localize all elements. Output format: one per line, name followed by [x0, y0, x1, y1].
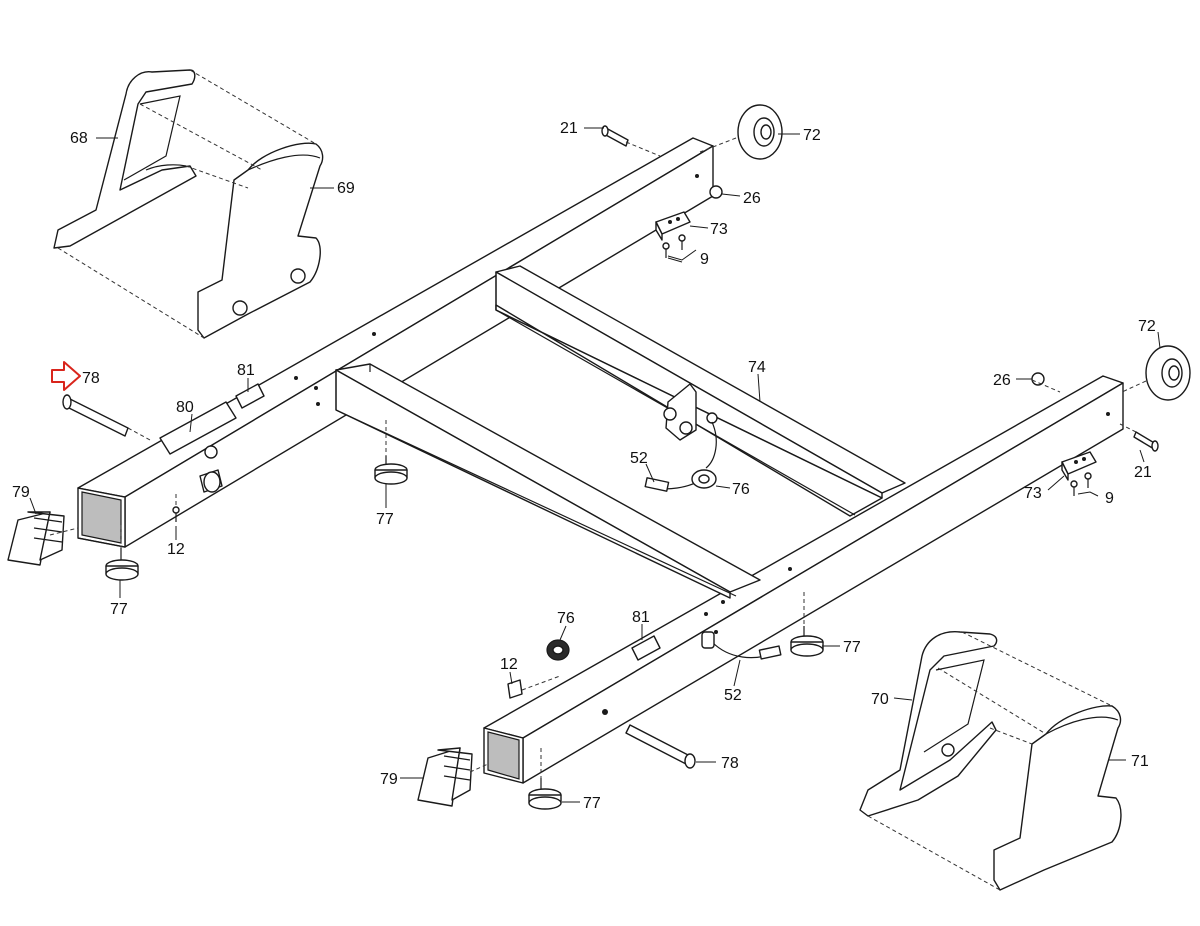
- hollow-arrow-right-icon: [51, 361, 81, 391]
- center-bracket: [663, 383, 718, 469]
- callout-79: 79: [380, 771, 398, 788]
- end-cap-79a: [7, 511, 65, 566]
- callout-78: 78: [82, 370, 100, 387]
- label-80: [159, 401, 237, 455]
- pin-78a: [62, 394, 129, 437]
- callout-74: 74: [748, 359, 766, 376]
- pin-78b: [625, 724, 696, 769]
- callout-70: 70: [871, 691, 889, 708]
- foot-77c: [790, 626, 824, 657]
- screw-9a: [662, 234, 686, 258]
- callout-labels: 68 69 21 72 26 73 9 78 81 80 74 72 26 21…: [12, 120, 1156, 812]
- wheel-72a: [737, 104, 783, 160]
- screw-12a: [172, 506, 180, 522]
- callout-26: 26: [993, 372, 1011, 389]
- end-cap-79b: [417, 747, 473, 807]
- label-81b: [631, 635, 661, 661]
- axle-stub: [199, 469, 223, 493]
- nut-26b: [1031, 372, 1045, 386]
- callout-78: 78: [721, 755, 739, 772]
- callout-77: 77: [583, 795, 601, 812]
- clip-73a: [655, 211, 691, 241]
- callout-12: 12: [167, 541, 185, 558]
- shroud-71: [993, 705, 1122, 891]
- screw-9b: [1070, 472, 1092, 496]
- cable-connector-52a: [644, 477, 705, 492]
- shroud-68: [53, 69, 197, 249]
- bolt-21a: [601, 125, 629, 147]
- cable-connector-52b: [701, 631, 782, 660]
- callout-69: 69: [337, 180, 355, 197]
- callout-73: 73: [710, 221, 728, 238]
- screw-12b: [507, 679, 523, 699]
- callout-77: 77: [110, 601, 128, 618]
- shroud-69: [197, 142, 324, 339]
- left-side-rail: [77, 137, 714, 548]
- front-crossbar: [335, 363, 761, 599]
- foot-77d: [528, 778, 562, 810]
- callout-81: 81: [632, 609, 650, 626]
- callout-72: 72: [803, 127, 821, 144]
- callout-81: 81: [237, 362, 255, 379]
- callout-77: 77: [376, 511, 394, 528]
- label-81a: [235, 383, 265, 409]
- wheel-72b: [1145, 345, 1191, 401]
- callout-72: 72: [1138, 318, 1156, 335]
- callout-9: 9: [700, 251, 709, 268]
- callout-73: 73: [1024, 485, 1042, 502]
- callout-26: 26: [743, 190, 761, 207]
- grommet-76b: [546, 639, 570, 661]
- callout-52: 52: [724, 687, 742, 704]
- callout-21: 21: [560, 120, 578, 137]
- shroud-70: [859, 631, 998, 817]
- callout-68: 68: [70, 130, 88, 147]
- callout-79: 79: [12, 484, 30, 501]
- foot-77a: [105, 548, 139, 581]
- callout-9: 9: [1105, 490, 1114, 507]
- callout-52: 52: [630, 450, 648, 467]
- callout-leaders: [29, 127, 1161, 803]
- callout-77: 77: [843, 639, 861, 656]
- callout-80: 80: [176, 399, 194, 416]
- callout-12: 12: [500, 656, 518, 673]
- callout-76: 76: [557, 610, 575, 627]
- foot-77b: [374, 456, 408, 485]
- callout-71: 71: [1131, 753, 1149, 770]
- callout-21: 21: [1134, 464, 1152, 481]
- assembly-guide-lines: [49, 69, 1147, 891]
- clip-73b: [1061, 451, 1097, 481]
- bolt-21b: [1133, 431, 1159, 452]
- callout-76: 76: [732, 481, 750, 498]
- nut-26a: [709, 185, 723, 199]
- grommet-76a: [691, 469, 717, 489]
